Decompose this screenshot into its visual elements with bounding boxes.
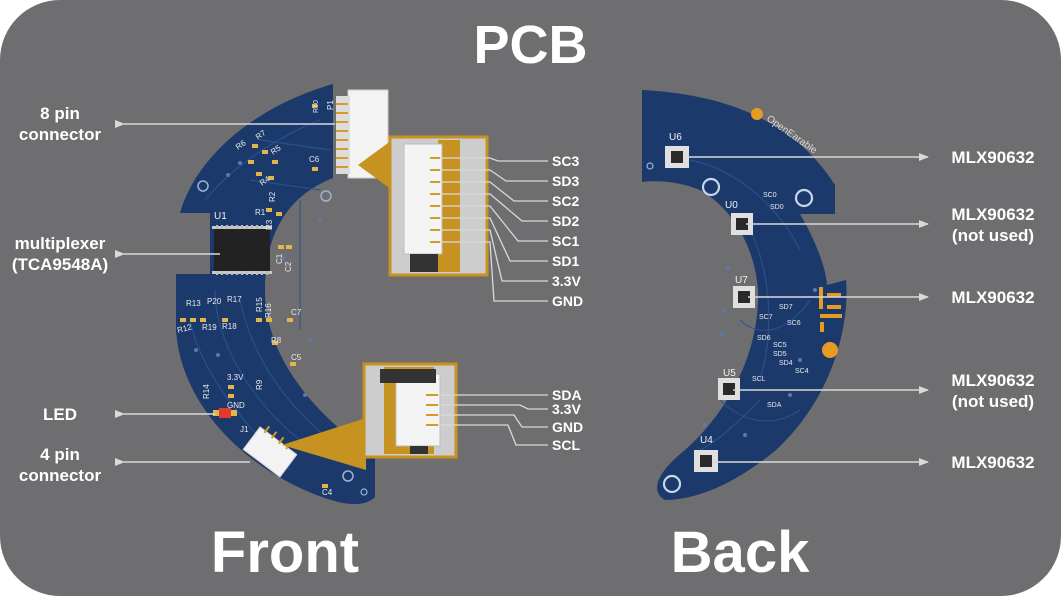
silk-sda: SDA xyxy=(767,402,782,409)
label-u0-sensor: MLX90632 (not used) xyxy=(930,204,1056,246)
silk-c5: C5 xyxy=(291,353,302,362)
pin-sd1: SD1 xyxy=(552,253,580,269)
silk-r13: R13 xyxy=(186,299,201,308)
silk-c7: C7 xyxy=(291,308,302,317)
led-component xyxy=(219,408,231,418)
silk-r16: R16 xyxy=(264,303,273,318)
label-multiplexer: multiplexer (TCA9548A) xyxy=(0,233,120,275)
sensors xyxy=(665,146,755,472)
silk-sd6: SD6 xyxy=(757,335,771,342)
label-u0-line2: (not used) xyxy=(951,226,1035,245)
silk-sd7: SD7 xyxy=(779,304,793,311)
silk-sc4: SC4 xyxy=(795,368,809,375)
front-heading: Front xyxy=(210,520,360,585)
label-u7-sensor: MLX90632 xyxy=(951,288,1035,307)
label-u5-line1: MLX90632 xyxy=(951,371,1035,390)
label-u6-sensor: MLX90632 xyxy=(951,148,1035,167)
silk-sc6: SC6 xyxy=(787,320,801,327)
tco-logo xyxy=(751,108,842,358)
silk-3v3: 3.3V xyxy=(227,373,244,382)
pin-sc2: SC2 xyxy=(552,193,580,209)
label-4pin-line2: connector xyxy=(18,466,102,485)
silk-p20: P20 xyxy=(207,297,222,306)
silk-sd0: SD0 xyxy=(770,204,784,211)
label-8pin-line2: connector xyxy=(18,125,102,144)
zoom-bottom xyxy=(282,362,458,470)
silk-sc5: SC5 xyxy=(773,342,787,349)
silk-r2: R2 xyxy=(268,191,277,202)
pin-leaders-bottom xyxy=(438,394,548,446)
back-heading: Back xyxy=(670,520,810,585)
label-4pin-line1: 4 pin xyxy=(40,445,80,464)
silk-r18: R18 xyxy=(222,322,237,331)
silk-gnd: GND xyxy=(227,401,245,410)
silk-u0: U0 xyxy=(725,200,738,211)
silk-c1: C1 xyxy=(275,253,284,264)
pin-sd3: SD3 xyxy=(552,173,580,189)
page-title: PCB xyxy=(473,15,588,75)
u1-chip xyxy=(214,228,270,272)
front-pcb xyxy=(176,84,389,505)
pin-sc1: SC1 xyxy=(552,233,580,249)
back-board-outline xyxy=(642,90,847,500)
label-8pin-connector: 8 pin connector xyxy=(0,103,120,145)
silk-r14: R14 xyxy=(202,384,211,399)
pin-leaders-top xyxy=(440,157,548,302)
silk-p1: P1 xyxy=(326,100,335,110)
label-8pin-line1: 8 pin xyxy=(40,104,80,123)
pin-3v3-top: 3.3V xyxy=(552,273,581,289)
silk-r3: R3 xyxy=(265,219,274,230)
silk-c6: C6 xyxy=(309,155,320,164)
j1-connector xyxy=(242,425,298,478)
silk-sc0: SC0 xyxy=(763,192,777,199)
label-u0-line1: MLX90632 xyxy=(951,205,1035,224)
silk-r19: R19 xyxy=(202,323,217,332)
front-board-outline xyxy=(176,84,375,505)
silk-u5: U5 xyxy=(723,368,736,379)
front-silkscreen: U1 P1 R10 C6 R7 R5 R4 R6 R1 R2 R3 C1 C2 … xyxy=(176,100,335,497)
pin-gnd-top: GND xyxy=(552,293,584,309)
pin-gnd-bottom: GND xyxy=(552,419,584,435)
pin-3v3-bottom: 3.3V xyxy=(552,401,581,417)
label-4pin-connector: 4 pin connector xyxy=(0,444,120,486)
label-u5-sensor: MLX90632 (not used) xyxy=(930,370,1056,412)
silk-r9: R9 xyxy=(255,379,264,390)
silk-u6: U6 xyxy=(669,132,682,143)
silk-r15: R15 xyxy=(255,297,264,312)
silk-c2: C2 xyxy=(284,261,293,272)
silk-r10: R10 xyxy=(313,100,320,113)
silk-sd5: SD5 xyxy=(773,351,787,358)
silk-scl: SCL xyxy=(752,376,766,383)
silk-r12: R12 xyxy=(176,322,193,335)
back-pcb xyxy=(642,90,847,500)
silk-u7: U7 xyxy=(735,275,748,286)
label-mux-line2: (TCA9548A) xyxy=(11,255,109,274)
label-mux-line1: multiplexer xyxy=(14,234,106,253)
silk-r17: R17 xyxy=(227,295,242,304)
silk-j1: J1 xyxy=(240,425,249,434)
pin-sda: SDA xyxy=(552,387,582,403)
pin-scl: SCL xyxy=(552,437,580,453)
label-u4-sensor: MLX90632 xyxy=(951,453,1035,472)
pin-sd2: SD2 xyxy=(552,213,580,229)
silk-sc7: SC7 xyxy=(759,314,773,321)
silk-u1: U1 xyxy=(214,211,227,222)
silk-r8: R8 xyxy=(271,336,282,345)
label-led: LED xyxy=(43,405,77,424)
pin-sc3: SC3 xyxy=(552,153,580,169)
silk-r1: R1 xyxy=(255,208,266,217)
silk-sd4: SD4 xyxy=(779,360,793,367)
silk-u4: U4 xyxy=(700,435,713,446)
label-u5-line2: (not used) xyxy=(951,392,1035,411)
silk-c4: C4 xyxy=(322,488,333,497)
